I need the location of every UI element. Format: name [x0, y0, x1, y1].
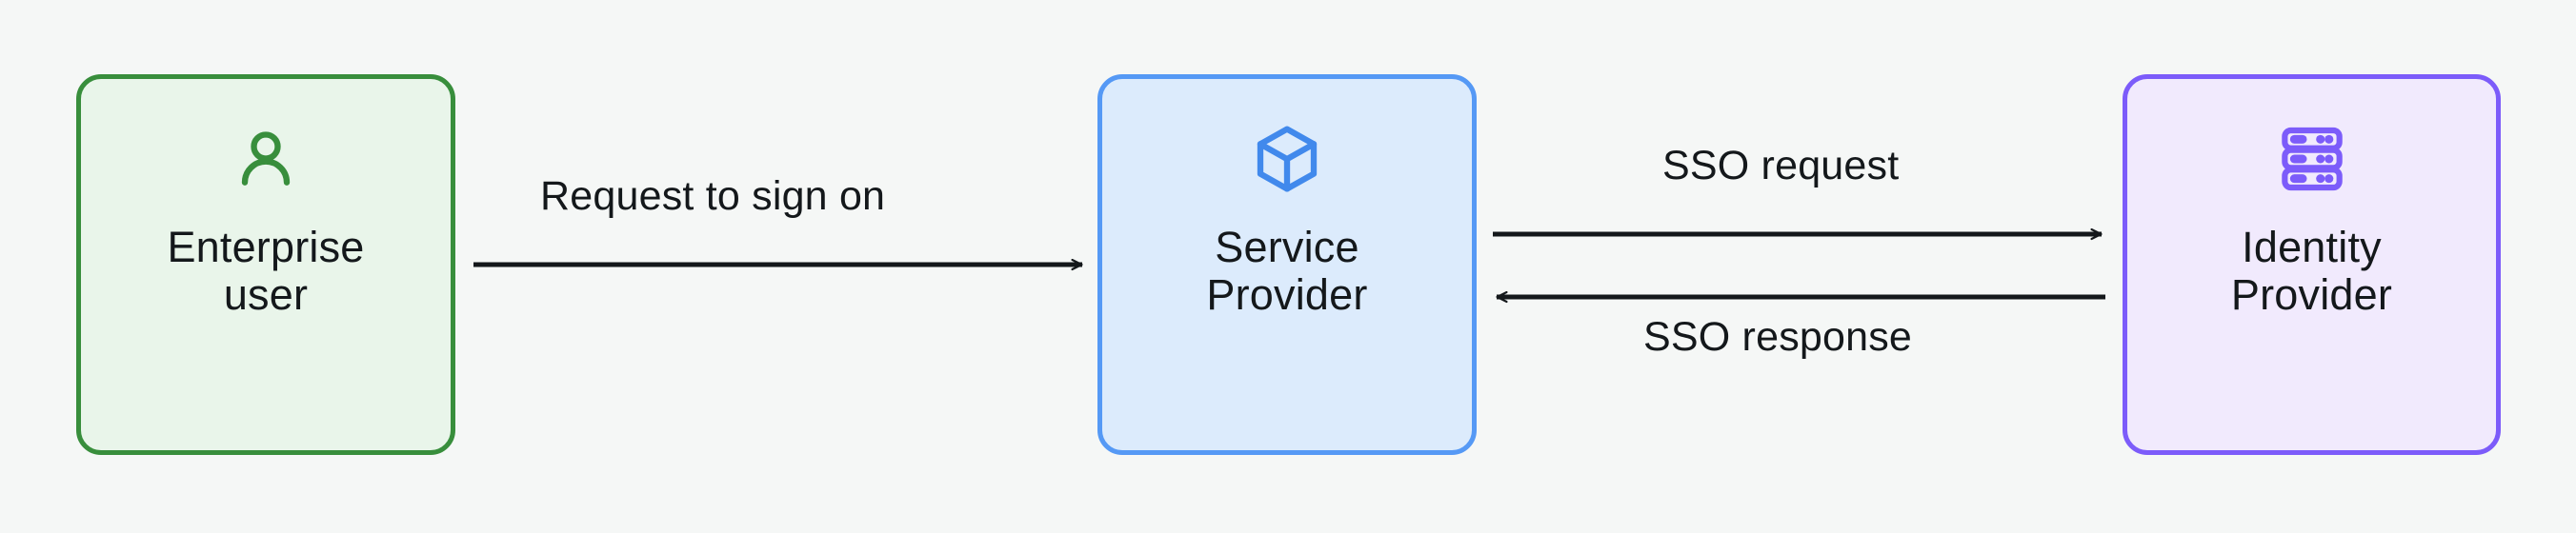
- node-identity-provider[interactable]: Identity Provider: [2123, 74, 2501, 455]
- person-icon: [228, 121, 304, 197]
- node-service-provider[interactable]: Service Provider: [1097, 74, 1477, 455]
- edge-label-request-to-sign-on: Request to sign on: [540, 173, 886, 219]
- server-stack-icon: [2274, 121, 2350, 197]
- node-enterprise-user[interactable]: Enterprise user: [76, 74, 455, 455]
- edge-label-sso-request: SSO request: [1662, 143, 1900, 188]
- node-label-identity-provider: Identity Provider: [2230, 223, 2393, 319]
- node-label-enterprise-user: Enterprise user: [167, 223, 365, 319]
- edge-label-sso-response: SSO response: [1643, 314, 1913, 360]
- cube-icon: [1249, 121, 1325, 197]
- node-label-service-provider: Service Provider: [1206, 223, 1368, 319]
